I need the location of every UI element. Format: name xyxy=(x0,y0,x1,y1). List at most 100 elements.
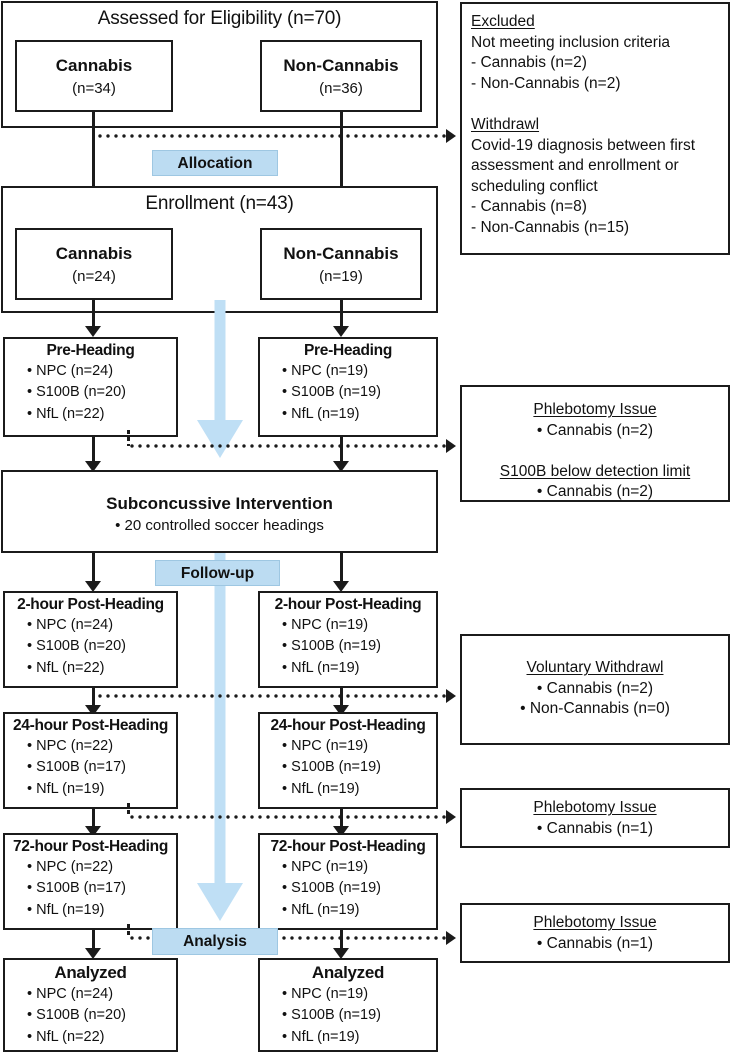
timepoint-title: Analyzed xyxy=(311,963,385,982)
enrollment-header: Enrollment (n=43) xyxy=(145,193,294,214)
arrowhead-noncannabis-preheading xyxy=(333,326,349,337)
side-note-line: - Cannabis (n=8) xyxy=(471,198,587,216)
dotted-arrowhead-phlebotomy-pre xyxy=(446,439,456,453)
timepoint-item: • S100B (n=19) xyxy=(282,384,381,401)
connector-right-analyzed xyxy=(340,930,343,953)
side-note-voluntary-withdrawl-text: Voluntary Withdrawl • Cannabis (n=2) • N… xyxy=(462,658,728,720)
intervention-box: Subconcussive Intervention • 20 controll… xyxy=(1,470,438,553)
enrollment-noncannabis-title: Non-Cannabis xyxy=(283,244,399,263)
dotted-connector-phlebotomy-72 xyxy=(128,936,448,940)
blue-arrow-followup xyxy=(190,553,250,928)
arrowhead-right-24hour xyxy=(333,705,349,716)
stage-badge-followup: Follow-up xyxy=(155,560,280,586)
timepoint-items: • NPC (n=19) • S100B (n=19) • NfL (n=19) xyxy=(260,615,436,679)
timepoint-item: • S100B (n=20) xyxy=(27,638,126,655)
timepoint-item: • NfL (n=19) xyxy=(27,901,105,918)
timepoint-item: • NfL (n=19) xyxy=(282,780,360,797)
timepoint-item: • NPC (n=24) xyxy=(27,617,114,633)
timepoint-items: • NPC (n=24) • S100B (n=20) • NfL (n=22) xyxy=(5,984,176,1048)
dotted-arrowhead-voluntary-withdrawl xyxy=(446,689,456,703)
side-note-phlebotomy-72-text: Phlebotomy Issue • Cannabis (n=1) xyxy=(462,913,728,954)
enrollment-cannabis-box: Cannabis (n=24) xyxy=(15,228,173,300)
timepoint-item: • NfL (n=22) xyxy=(27,1028,105,1045)
side-note-heading: Voluntary Withdrawl xyxy=(526,659,664,676)
dotted-connector-voluntary-withdrawl xyxy=(96,694,448,698)
side-note-heading: Excluded xyxy=(471,13,535,30)
timepoint-title: Pre-Heading xyxy=(46,342,135,359)
dotted-arrowhead-phlebotomy-72 xyxy=(446,931,456,945)
timepoint-item: • S100B (n=17) xyxy=(27,759,126,776)
dotted-arrowhead-excluded xyxy=(446,129,456,143)
timepoint-box-analyzed-right: Analyzed • NPC (n=19) • S100B (n=19) • N… xyxy=(258,958,438,1052)
side-note-phlebotomy-24-text: Phlebotomy Issue • Cannabis (n=1) xyxy=(462,798,728,839)
assessed-noncannabis-n: (n=36) xyxy=(319,80,363,97)
timepoint-item: • NfL (n=19) xyxy=(27,780,105,797)
dotted-arrowhead-phlebotomy-24 xyxy=(446,810,456,824)
timepoint-items: • NPC (n=24) • S100B (n=20) • NfL (n=22) xyxy=(5,615,176,679)
side-note-line: • Cannabis (n=1) xyxy=(536,819,654,837)
arrowhead-right-intervention xyxy=(333,461,349,472)
arrowhead-left-intervention xyxy=(85,461,101,472)
arrowhead-left-analyzed xyxy=(85,948,101,959)
timepoint-item: • S100B (n=17) xyxy=(27,880,126,897)
timepoint-title: 72-hour Post-Heading xyxy=(270,838,426,855)
side-note-line: - Non-Cannabis (n=2) xyxy=(471,74,621,92)
side-note-line: assessment and enrollment or xyxy=(471,157,679,175)
side-note-line: - Cannabis (n=2) xyxy=(471,54,587,72)
connector-left-24hour xyxy=(92,688,95,710)
side-note-spacer xyxy=(462,441,728,462)
timepoint-item: • S100B (n=19) xyxy=(282,880,381,897)
timepoint-items: • NPC (n=22) • S100B (n=17) • NfL (n=19) xyxy=(5,857,176,921)
timepoint-item: • NPC (n=19) xyxy=(282,617,369,633)
side-note-heading: Phlebotomy Issue xyxy=(533,799,657,816)
side-note-voluntary-withdrawl-box: Voluntary Withdrawl • Cannabis (n=2) • N… xyxy=(460,634,730,745)
arrowhead-right-2hour xyxy=(333,581,349,592)
assessed-cannabis-title: Cannabis xyxy=(55,56,133,75)
side-note-phlebotomy-72-box: Phlebotomy Issue • Cannabis (n=1) xyxy=(460,903,730,963)
arrowhead-left-2hour xyxy=(85,581,101,592)
timepoint-title: 72-hour Post-Heading xyxy=(12,838,169,855)
timepoint-item: • NPC (n=24) xyxy=(27,363,114,379)
timepoint-box-2-hour-post-heading-right: 2-hour Post-Heading • NPC (n=19) • S100B… xyxy=(258,591,438,688)
timepoint-box-pre-heading-left: Pre-Heading • NPC (n=24) • S100B (n=20) … xyxy=(3,337,178,437)
timepoint-title: 24-hour Post-Heading xyxy=(12,717,169,734)
timepoint-item: • NPC (n=19) xyxy=(282,859,369,875)
timepoint-item: • NPC (n=19) xyxy=(282,363,369,379)
dotted-connector-phlebotomy-24 xyxy=(128,815,448,819)
connector-left-72hour xyxy=(92,809,95,831)
timepoint-box-72-hour-post-heading-right: 72-hour Post-Heading • NPC (n=19) • S100… xyxy=(258,833,438,930)
timepoint-items: • NPC (n=19) • S100B (n=19) • NfL (n=19) xyxy=(260,736,436,800)
timepoint-item: • S100B (n=20) xyxy=(27,1007,126,1024)
side-note-heading: Withdrawl xyxy=(471,116,540,134)
side-note-phlebotomy-pre-box: Phlebotomy Issue • Cannabis (n=2) S100B … xyxy=(460,385,730,502)
stage-badge-allocation: Allocation xyxy=(152,150,278,176)
side-note-heading: S100B below detection limit xyxy=(499,462,691,480)
dotted-stub-24hour xyxy=(127,803,130,817)
timepoint-item: • NfL (n=22) xyxy=(27,405,105,422)
side-note-line: • Cannabis (n=2) xyxy=(536,679,654,697)
enrollment-noncannabis-n: (n=19) xyxy=(319,268,363,285)
timepoint-box-24-hour-post-heading-left: 24-hour Post-Heading • NPC (n=22) • S100… xyxy=(3,712,178,809)
arrowhead-right-analyzed xyxy=(333,948,349,959)
timepoint-item: • S100B (n=20) xyxy=(27,384,126,401)
timepoint-items: • NPC (n=19) • S100B (n=19) • NfL (n=19) xyxy=(260,984,436,1048)
connector-right-24hour xyxy=(340,688,343,710)
timepoint-items: • NPC (n=19) • S100B (n=19) • NfL (n=19) xyxy=(260,361,436,425)
intervention-detail: • 20 controlled soccer headings xyxy=(115,517,324,534)
assessed-cannabis-box: Cannabis (n=34) xyxy=(15,40,173,112)
timepoint-item: • NfL (n=19) xyxy=(282,1028,360,1045)
enrollment-noncannabis-box: Non-Cannabis (n=19) xyxy=(260,228,422,300)
connector-noncannabis-preheading xyxy=(340,300,343,329)
timepoint-title: 2-hour Post-Heading xyxy=(17,596,164,613)
side-note-line: Not meeting inclusion criteria xyxy=(471,33,671,51)
side-note-line: • Cannabis (n=1) xyxy=(536,934,654,952)
dotted-stub-preheading xyxy=(127,430,130,446)
timepoint-box-pre-heading-right: Pre-Heading • NPC (n=19) • S100B (n=19) … xyxy=(258,337,438,437)
connector-cannabis-alloc xyxy=(92,112,95,226)
timepoint-item: • S100B (n=19) xyxy=(282,638,381,655)
timepoint-items: • NPC (n=19) • S100B (n=19) • NfL (n=19) xyxy=(260,857,436,921)
timepoint-title: Pre-Heading xyxy=(304,342,392,359)
timepoint-title: 24-hour Post-Heading xyxy=(270,717,426,734)
connector-right-72hour xyxy=(340,809,343,831)
